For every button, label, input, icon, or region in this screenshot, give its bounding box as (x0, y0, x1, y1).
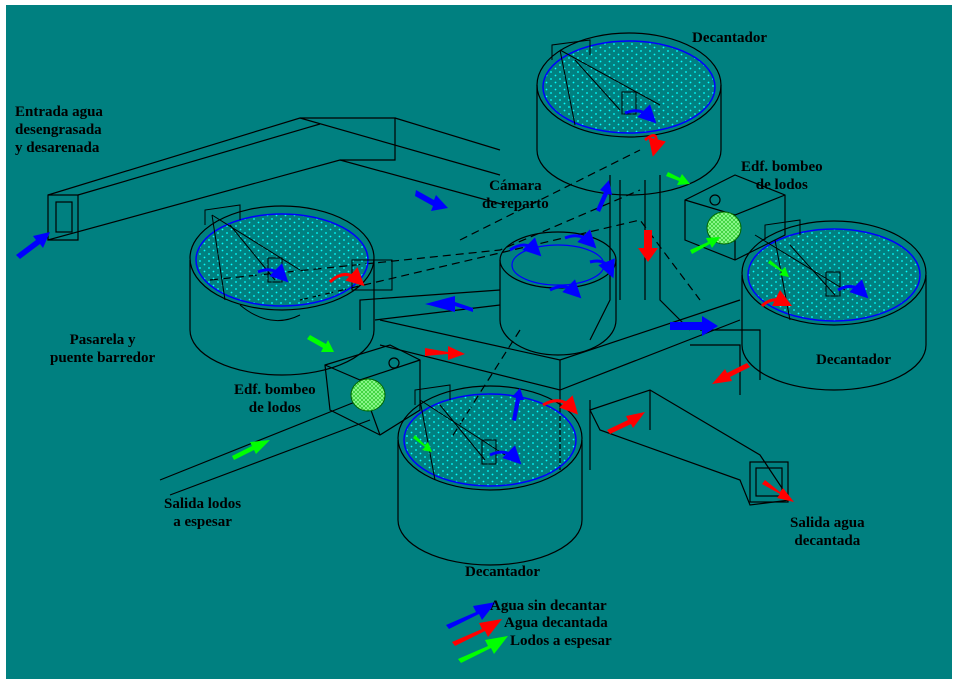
tank-left (190, 205, 392, 375)
label-decantador-top: Decantador (692, 29, 767, 47)
tank-top (537, 33, 721, 195)
label-bombeo-right: Edf. bombeo de lodos (741, 158, 823, 194)
label-decantador-bottom: Decantador (465, 563, 540, 581)
label-salida-lodos: Salida lodos a espesar (164, 495, 241, 531)
legend-label-agua-sin-decantar: Agua sin decantar (490, 597, 607, 615)
label-pasarela: Pasarela y puente barredor (50, 331, 155, 367)
pump-icon (351, 379, 385, 411)
label-salida-agua: Salida agua decantada (790, 514, 865, 550)
legend-label-agua-decantada: Agua decantada (504, 614, 608, 632)
tank-bottom (398, 385, 582, 565)
label-camara: Cámara de reparto (482, 177, 549, 213)
distribution-chamber (500, 232, 616, 355)
legend-label-lodos: Lodos a espesar (510, 632, 612, 650)
label-bombeo-left: Edf. bombeo de lodos (234, 381, 316, 417)
label-entrada: Entrada agua desengrasada y desarenada (15, 103, 103, 157)
label-decantador-right: Decantador (816, 351, 891, 369)
